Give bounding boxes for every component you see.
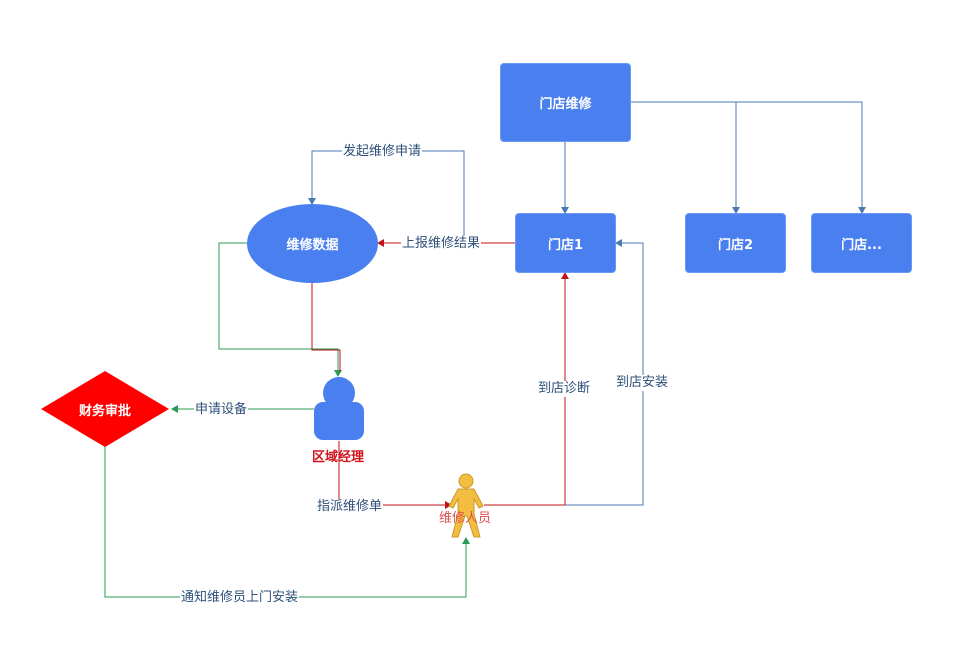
node-store2[interactable]: 门店2 [685, 213, 786, 273]
edge-data-to-manager-green [218, 242, 342, 377]
edge-label-apply-equipment: 申请设备 [194, 402, 249, 418]
edge-data-to-manager-red [311, 283, 341, 372]
regional-manager-person-icon [314, 377, 364, 440]
node-store2-label: 门店2 [717, 237, 754, 253]
edge-label-initiate-request: 发起维修申请 [342, 144, 423, 160]
edge-label-notify-install: 通知维修员上门安装 [180, 590, 300, 606]
node-finance-approval[interactable]: 财务审批 [41, 371, 169, 447]
edge-notify-install [104, 446, 470, 598]
node-store-more-label: 门店... [841, 237, 882, 253]
edge-main-to-store2 [631, 101, 740, 214]
edge-main-to-store-more [736, 101, 866, 214]
node-store-maintenance-label: 门店维修 [539, 97, 592, 112]
edge-label-dispatch-order: 指派维修单 [316, 499, 384, 515]
edge-label-onsite-diagnosis: 到店诊断 [537, 381, 592, 397]
edge-label-onsite-install: 到店安装 [615, 375, 670, 391]
node-store1-label: 门店1 [547, 237, 584, 253]
edge-label-report-result: 上报维修结果 [401, 236, 482, 252]
node-store-more[interactable]: 门店... [811, 213, 912, 273]
edge-onsite-install [565, 239, 644, 506]
node-store1[interactable]: 门店1 [515, 213, 616, 273]
repair-staff-person-icon [448, 473, 484, 538]
node-store-maintenance[interactable]: 门店维修 [500, 63, 631, 142]
node-finance-approval-label: 财务审批 [78, 403, 131, 419]
repair-staff-label: 维修人员 [439, 511, 492, 526]
node-repair-data-label: 维修数据 [286, 238, 339, 253]
finance-approval-diamond [41, 371, 169, 447]
regional-manager-label: 区域经理 [312, 450, 365, 465]
node-repair-data[interactable]: 维修数据 [247, 204, 378, 283]
